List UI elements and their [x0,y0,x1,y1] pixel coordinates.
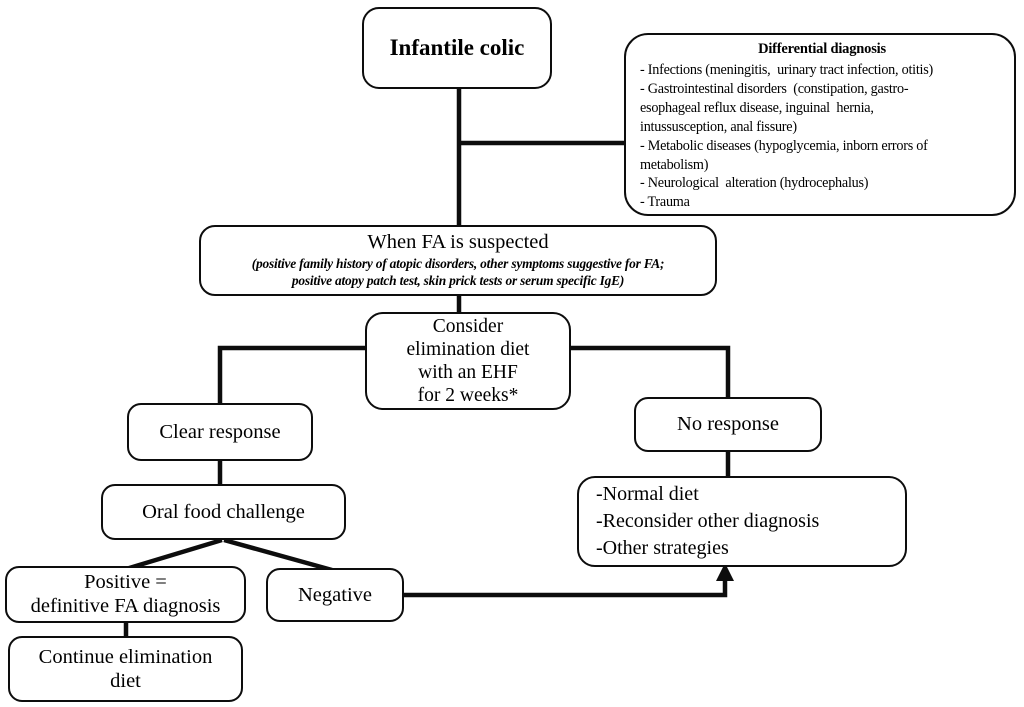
normal-diet-item-2: -Reconsider other diagnosis [596,509,820,532]
node-fa-suspected[interactable]: When FA is suspected (positive family hi… [199,225,717,296]
edge-oral-to-negative [223,537,333,573]
edge-consider-to-noresponse [571,345,731,398]
fa-suspected-subtitle-line-2: positive atopy patch test, skin prick te… [291,273,625,289]
negative-label: Negative [298,583,372,606]
differential-item: - Trauma [640,194,690,211]
node-oral-food-challenge[interactable]: Oral food challenge [101,484,346,540]
differential-item: - Metabolic diseases (hypoglycemia, inbo… [640,137,928,173]
edge-oral-to-positive [125,537,223,572]
consider-line-3: with an EHF [418,362,518,383]
arrowhead-icon [716,563,734,581]
node-infantile-colic[interactable]: Infantile colic [362,7,552,89]
clear-response-label: Clear response [159,420,281,443]
differential-diagnosis-list: - Infections (meningitis, urinary tract … [640,61,1004,212]
consider-line-4: for 2 weeks* [417,385,519,406]
node-positive-fa-diagnosis[interactable]: Positive = definitive FA diagnosis [5,566,246,623]
node-infantile-colic-label: Infantile colic [389,35,525,61]
node-negative[interactable]: Negative [266,568,404,622]
consider-line-1: Consider [432,316,504,337]
positive-line-2: definitive FA diagnosis [30,594,221,617]
consider-line-2: elimination diet [406,339,530,360]
oral-food-challenge-label: Oral food challenge [142,500,305,523]
edge-negative-to-normal [404,575,728,598]
differential-item: - Neurological alteration (hydrocephalus… [640,175,869,192]
node-differential-diagnosis[interactable]: Differential diagnosis - Infections (men… [624,33,1016,216]
continue-line-2: diet [110,670,141,692]
normal-diet-item-1: -Normal diet [596,482,699,505]
node-no-response[interactable]: No response [634,397,822,452]
fa-suspected-subtitle-line-1: (positive family history of atopic disor… [251,256,665,272]
node-continue-elimination-diet[interactable]: Continue elimination diet [8,636,243,702]
node-clear-response[interactable]: Clear response [127,403,313,461]
no-response-label: No response [677,413,779,436]
edge-consider-to-clear [217,345,365,404]
positive-line-1: Positive = [84,570,167,593]
fa-suspected-title: When FA is suspected [367,231,549,254]
differential-diagnosis-title: Differential diagnosis [758,41,886,57]
differential-item: - Gastrointestinal disorders (constipati… [640,81,909,135]
continue-line-1: Continue elimination [38,645,213,668]
node-consider-elimination-diet[interactable]: Consider elimination diet with an EHF fo… [365,312,571,410]
normal-diet-item-3: -Other strategies [596,537,729,560]
differential-item: - Infections (meningitis, urinary tract … [640,62,933,79]
node-normal-diet-options[interactable]: -Normal diet -Reconsider other diagnosis… [577,476,907,567]
